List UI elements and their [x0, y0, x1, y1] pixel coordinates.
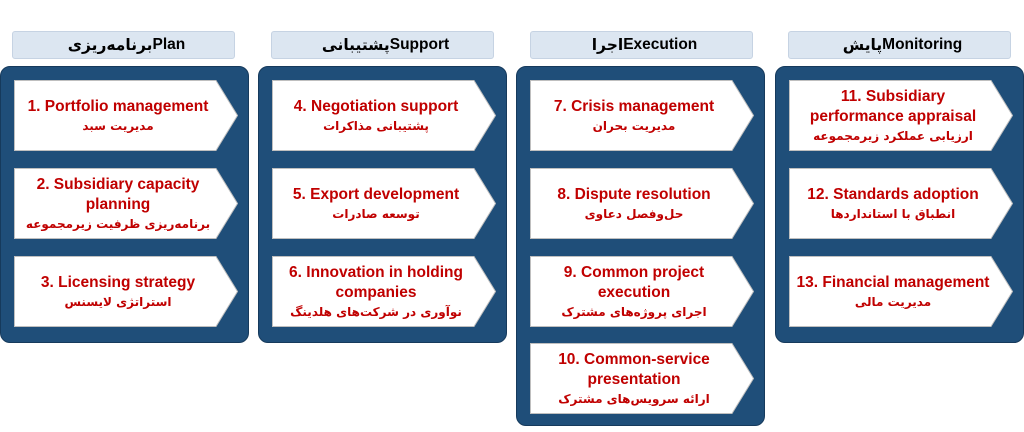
- card-arrow-polygon: [530, 256, 755, 327]
- card-subtitle: نوآوری در شرکت‌های هلدینگ: [290, 304, 462, 319]
- header-fa: پشتیبانی: [321, 36, 390, 54]
- header-fa: برنامه‌ریزی: [67, 36, 153, 54]
- card-subsidiary-performance-appraisal: 11. Subsidiary performance appraisal ارزی…: [789, 80, 1014, 151]
- card-subtitle: برنامه‌ریزی ظرفیت زیرمجموعه: [25, 216, 211, 231]
- card-arrow-polygon: [14, 80, 239, 151]
- card-arrow-polygon: [272, 80, 497, 151]
- column-panel-monitoring: 11. Subsidiary performance appraisal ارزی…: [775, 66, 1024, 343]
- header-fa: پایش: [842, 36, 883, 54]
- card-arrow-shape: [272, 168, 497, 239]
- card-arrow-polygon: [789, 256, 1014, 327]
- card-subtitle: استراتژی لایسنس: [64, 294, 172, 309]
- card-title: 10. Common-service presentation: [558, 350, 710, 388]
- card-subtitle: ارائه سرویس‌های مشترک: [558, 391, 710, 406]
- column-header-plan: برنامه‌ریزی Plan: [12, 31, 235, 59]
- header-en: Plan: [152, 36, 186, 53]
- card-title: 11. Subsidiary performance appraisal: [809, 87, 977, 125]
- header-fa: اجرا: [591, 36, 624, 54]
- card-arrow-polygon: [530, 343, 755, 414]
- column-panel-execution: 7. Crisis management مدیریت بحران 8. Disp…: [516, 66, 765, 426]
- card-arrow-shape: [789, 256, 1014, 327]
- card-arrow-shape: [530, 256, 755, 327]
- card-crisis-management: 7. Crisis management مدیریت بحران: [530, 80, 755, 151]
- card-arrow-polygon: [272, 168, 497, 239]
- card-subtitle: مدیریت سبد: [82, 118, 154, 133]
- column-panel-plan: 1. Portfolio management مدیریت سبد 2. Sub…: [0, 66, 249, 343]
- card-common-project-execution: 9. Common project execution اجرای پروژه‌ه…: [530, 256, 755, 327]
- header-en: Monitoring: [882, 36, 963, 53]
- card-subtitle: حل‌وفصل دعاوی: [584, 206, 684, 221]
- card-common-service-presentation: 10. Common-service presentation ارائه سرو…: [530, 343, 755, 414]
- column-panel-support: 4. Negotiation support پشتیبانی مذاکرات 5…: [258, 66, 507, 343]
- card-subtitle: مدیریت مالی: [854, 294, 932, 309]
- card-portfolio-management: 1. Portfolio management مدیریت سبد: [14, 80, 239, 151]
- card-arrow-polygon: [789, 80, 1014, 151]
- card-arrow-shape: [530, 168, 755, 239]
- card-arrow-shape: [14, 168, 239, 239]
- card-arrow-polygon: [14, 256, 239, 327]
- card-licensing-strategy: 3. Licensing strategy استراتژی لایسنس: [14, 256, 239, 327]
- card-dispute-resolution: 8. Dispute resolution حل‌وفصل دعاوی: [530, 168, 755, 239]
- card-subtitle: مدیریت بحران: [592, 118, 676, 133]
- card-subtitle: پشتیبانی مذاکرات: [323, 118, 429, 133]
- column-header-monitoring: پایش Monitoring: [788, 31, 1011, 59]
- card-title: 5. Export development: [292, 185, 460, 203]
- card-subtitle: ارزیابی عملکرد زیرمجموعه: [813, 128, 973, 143]
- card-subtitle: اجرای پروژه‌های مشترک: [561, 304, 707, 319]
- card-title: 12. Standards adoption: [807, 185, 979, 203]
- card-arrow-polygon: [530, 80, 755, 151]
- card-arrow-shape: [14, 80, 239, 151]
- card-subtitle: انطباق با استانداردها: [830, 206, 956, 221]
- card-arrow-polygon: [530, 168, 755, 239]
- card-arrow-polygon: [789, 168, 1014, 239]
- header-en: Execution: [623, 36, 698, 53]
- card-title: 7. Crisis management: [553, 97, 715, 115]
- card-arrow-shape: [530, 343, 755, 414]
- card-title: 4. Negotiation support: [293, 97, 459, 115]
- card-export-development: 5. Export development توسعه صادرات: [272, 168, 497, 239]
- card-title: 9. Common project execution: [563, 263, 705, 301]
- card-innovation-holding: 6. Innovation in holding companies نوآوری…: [272, 256, 497, 327]
- card-negotiation-support: 4. Negotiation support پشتیبانی مذاکرات: [272, 80, 497, 151]
- card-arrow-polygon: [14, 168, 239, 239]
- card-title: 2. Subsidiary capacity planning: [36, 175, 200, 213]
- card-standards-adoption: 12. Standards adoption انطباق با استاندار…: [789, 168, 1014, 239]
- card-arrow-polygon: [272, 256, 497, 327]
- card-arrow-shape: [789, 168, 1014, 239]
- card-arrow-shape: [272, 80, 497, 151]
- card-arrow-shape: [272, 256, 497, 327]
- header-en: Support: [389, 36, 450, 53]
- card-title: 1. Portfolio management: [27, 97, 209, 115]
- card-title: 6. Innovation in holding companies: [289, 263, 463, 301]
- card-financial-management: 13. Financial management مدیریت مالی: [789, 256, 1014, 327]
- card-arrow-shape: [530, 80, 755, 151]
- column-header-support: پشتیبانی Support: [271, 31, 494, 59]
- card-arrow-shape: [14, 256, 239, 327]
- column-header-execution: اجرا Execution: [530, 31, 753, 59]
- card-arrow-shape: [789, 80, 1014, 151]
- card-title: 3. Licensing strategy: [40, 273, 196, 291]
- card-subsidiary-capacity-planning: 2. Subsidiary capacity planning برنامه‌ری…: [14, 168, 239, 239]
- card-subtitle: توسعه صادرات: [332, 206, 420, 221]
- card-title: 13. Financial management: [796, 273, 990, 291]
- card-title: 8. Dispute resolution: [557, 185, 711, 203]
